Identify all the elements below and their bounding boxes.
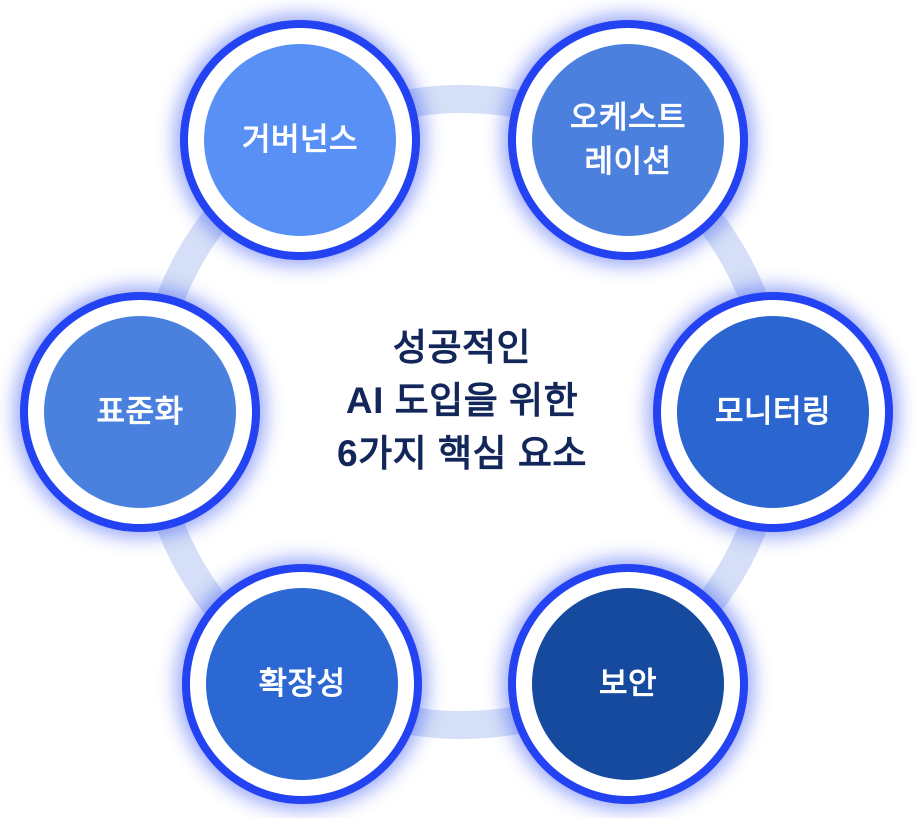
node-security: 보안 bbox=[532, 588, 724, 780]
node-governance: 거버넌스 bbox=[204, 44, 396, 236]
node-monitoring: 모니터링 bbox=[677, 316, 869, 508]
node-label: 모니터링 bbox=[714, 394, 832, 429]
node-standardization: 표준화 bbox=[44, 316, 236, 508]
node-label: 거버넌스 bbox=[241, 122, 359, 157]
node-label: 보안 bbox=[598, 666, 658, 701]
node-label: 오케스트 레이션 bbox=[569, 100, 687, 179]
node-label: 표준화 bbox=[96, 394, 184, 429]
node-orchestration: 오케스트 레이션 bbox=[532, 44, 724, 236]
center-title: 성공적인 AI 도입을 위한 6가지 핵심 요소 bbox=[337, 327, 587, 474]
node-scalability: 확장성 bbox=[206, 588, 398, 780]
node-label: 확장성 bbox=[258, 666, 346, 701]
